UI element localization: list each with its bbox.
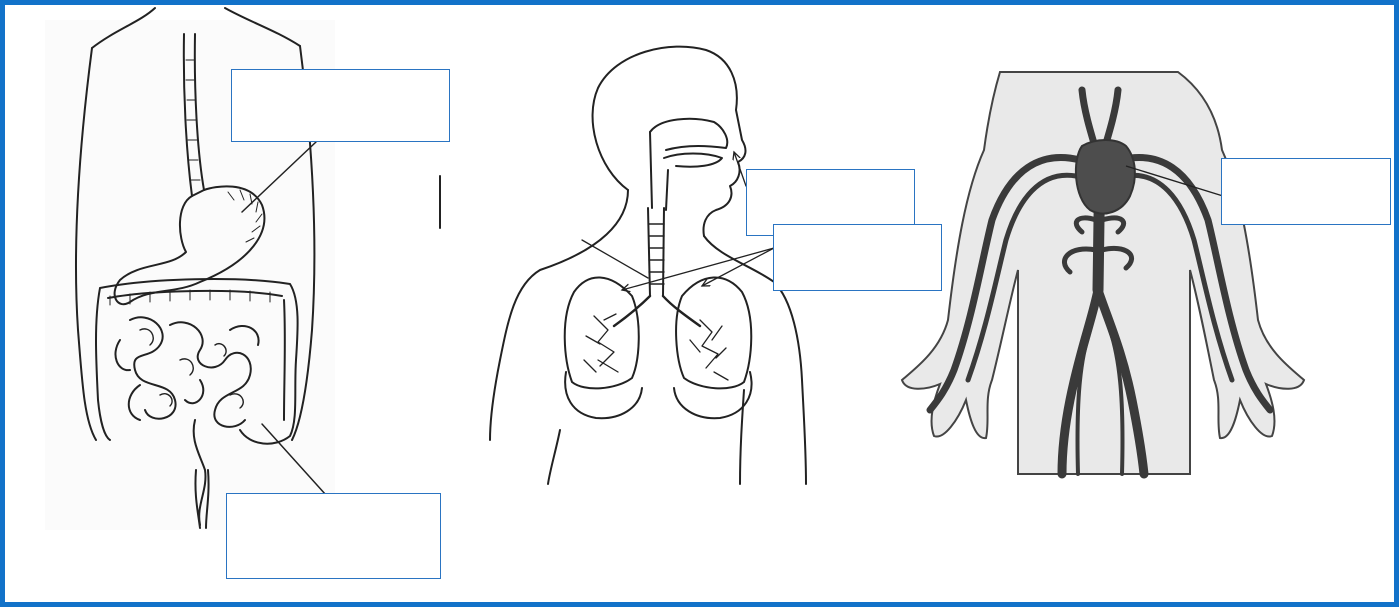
trachea-pointer-line bbox=[582, 240, 648, 278]
heart-label-box[interactable] bbox=[1221, 158, 1391, 225]
respiratory-system-diagram bbox=[490, 47, 806, 484]
circulatory-system-diagram bbox=[902, 72, 1304, 474]
nasal-cavity bbox=[650, 119, 727, 150]
large-intestine-label-box[interactable] bbox=[226, 493, 441, 579]
left-lung bbox=[565, 277, 639, 388]
head-outline bbox=[593, 47, 746, 236]
heart bbox=[1076, 140, 1135, 214]
torso-outline bbox=[490, 190, 628, 440]
right-lung-pointer-line bbox=[702, 248, 774, 286]
stomach-label-box[interactable] bbox=[231, 69, 450, 142]
lungs-label-box[interactable] bbox=[773, 224, 942, 291]
